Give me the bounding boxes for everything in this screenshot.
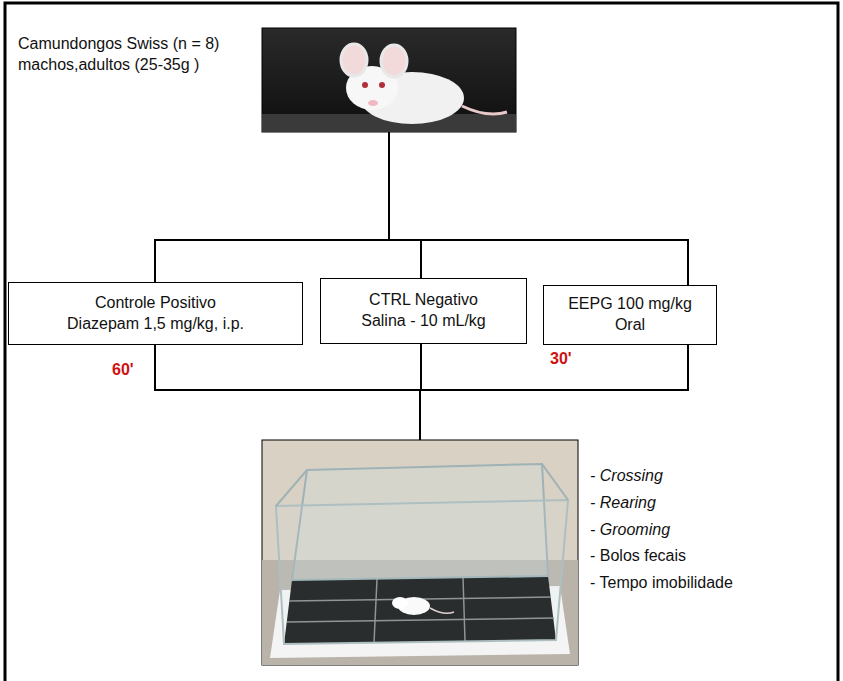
process-box: CTRL NegativoSalina - 10 mL/kg (320, 278, 527, 344)
box-body: Diazepam 1,5 mg/kg, i.p. (67, 314, 244, 335)
process-box: Controle PositivoDiazepam 1,5 mg/kg, i.p… (8, 282, 303, 345)
connector-line (420, 345, 688, 440)
caption-text: - Bolos fecais (590, 546, 733, 567)
caption-text: - Rearing (590, 493, 733, 514)
connector-line (155, 345, 420, 440)
time-label: 60' (110, 361, 136, 379)
mouse-photo (262, 28, 516, 132)
caption-text: - Tempo imobilidade (590, 573, 733, 594)
process-box: EEPG 100 mg/kgOral (543, 285, 717, 345)
box-heading: EEPG 100 mg/kg (568, 294, 692, 315)
photo-node: Camundongos Swiss (n = 8) machos,adultos… (262, 28, 516, 132)
box-heading: CTRL Negativo (369, 290, 478, 311)
box-heading: Controle Positivo (95, 293, 216, 314)
box-body: Salina - 10 mL/kg (361, 311, 486, 332)
caption-text: Camundongos Swiss (n = 8) machos,adultos… (18, 34, 250, 76)
connector-line (389, 132, 421, 278)
caption-text: - Crossing (590, 466, 733, 487)
box-body: Oral (615, 315, 645, 336)
open-field-photo (262, 440, 578, 665)
subject-description: Camundongos Swiss (n = 8) machos,adultos… (18, 34, 250, 76)
connector-line (389, 132, 688, 285)
photo-node: - Crossing- Rearing- Grooming- Bolos fec… (262, 440, 578, 665)
connector-line (155, 132, 389, 282)
measure-list: - Crossing - Rearing - Grooming - Bolos fec… (590, 466, 733, 600)
time-label: 30' (548, 350, 574, 368)
caption-text: - Grooming (590, 520, 733, 541)
